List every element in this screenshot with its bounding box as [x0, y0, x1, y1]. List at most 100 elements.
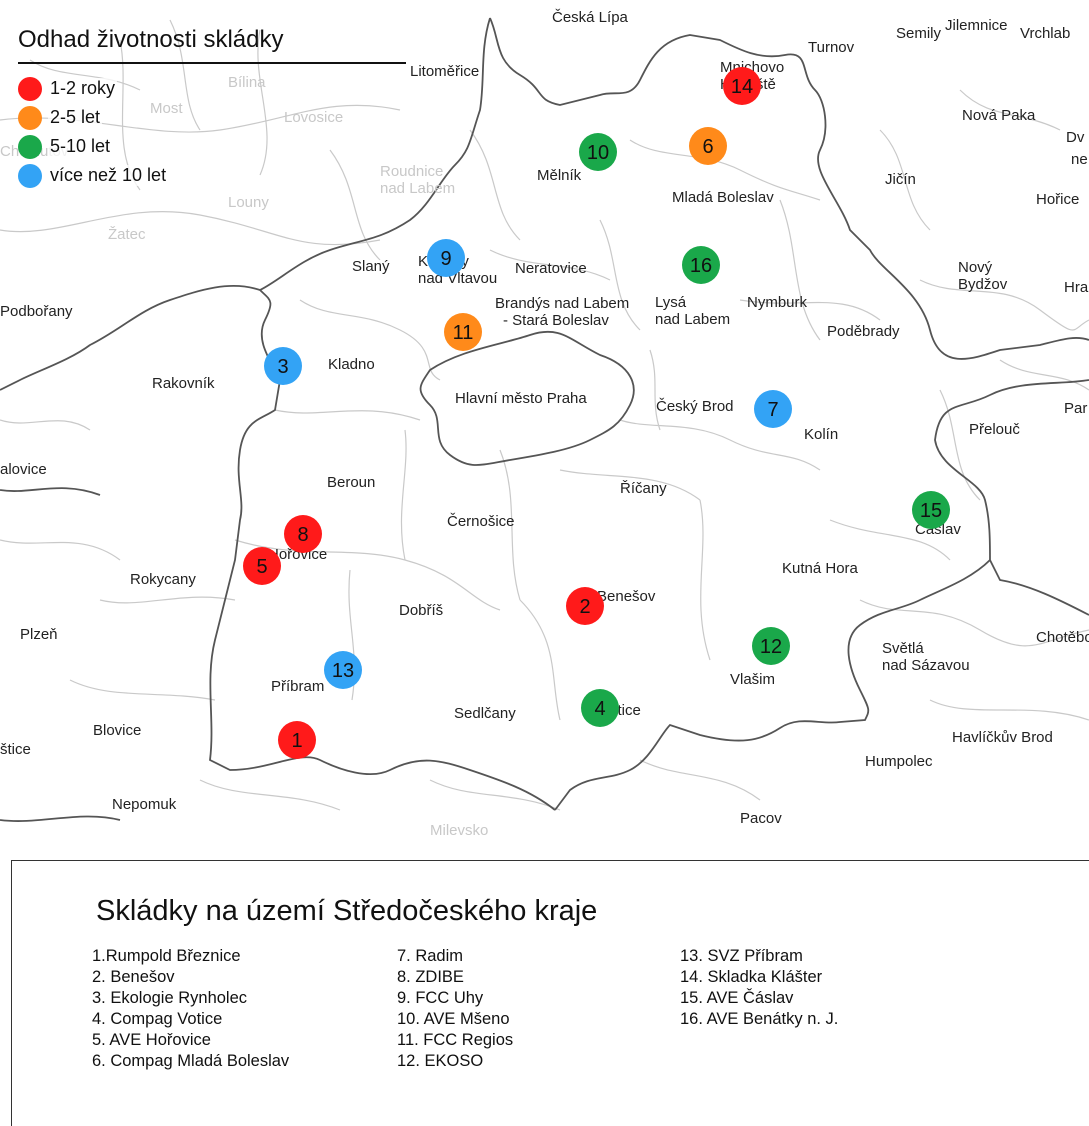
legend-swatch — [18, 134, 42, 159]
site-item: 10. AVE Mšeno — [397, 1010, 510, 1028]
marker-number: 10 — [587, 142, 609, 164]
town-label: Most — [150, 100, 183, 117]
town-label: štice — [0, 741, 31, 758]
marker-number: 3 — [277, 356, 288, 378]
landfill-marker[interactable]: 10 — [579, 133, 617, 171]
legend-label: více než 10 let — [48, 165, 169, 186]
legend-title: Odhad životnosti skládky — [18, 26, 406, 64]
marker-circle[interactable] — [264, 347, 302, 385]
landfill-marker[interactable]: 7 — [754, 390, 792, 428]
sites-panel: Skládky na území Středočeského kraje 1.R… — [11, 860, 1089, 1126]
marker-number: 13 — [332, 660, 354, 682]
town-label: Par — [1064, 400, 1087, 417]
town-label: Vlašim — [730, 671, 775, 688]
town-label: Milevsko — [430, 822, 488, 839]
site-item: 9. FCC Uhy — [397, 989, 484, 1007]
marker-circle[interactable] — [754, 390, 792, 428]
legend-item: 5-10 let — [18, 132, 408, 161]
legend-item: více než 10 let — [18, 161, 408, 190]
marker-number: 15 — [920, 500, 942, 522]
marker-circle[interactable] — [427, 239, 465, 277]
town-label: Chotěbo — [1036, 629, 1089, 646]
town-label: Sedlčany — [454, 705, 516, 722]
site-item: 1.Rumpold Březnice — [92, 947, 241, 965]
marker-circle[interactable] — [243, 547, 281, 585]
marker-circle[interactable] — [682, 246, 720, 284]
legend-swatch — [18, 76, 42, 101]
landfill-marker[interactable]: 4 — [581, 689, 619, 727]
landfill-marker[interactable]: 11 — [444, 313, 482, 351]
town-label: Přelouč — [969, 421, 1020, 438]
marker-number: 12 — [760, 636, 782, 658]
landfill-marker[interactable]: 9 — [427, 239, 465, 277]
town-label: Benešov — [597, 588, 656, 605]
town-label: Brandýs nad Labem- Stará Boleslav — [495, 295, 629, 329]
marker-circle[interactable] — [444, 313, 482, 351]
marker-circle[interactable] — [278, 721, 316, 759]
town-label: Jilemnice — [945, 17, 1008, 34]
town-label: Černošice — [447, 513, 515, 530]
town-label: Nymburk — [747, 294, 808, 311]
landfill-marker[interactable]: 12 — [752, 627, 790, 665]
marker-number: 14 — [731, 76, 753, 98]
marker-circle[interactable] — [324, 651, 362, 689]
marker-number: 11 — [453, 322, 474, 344]
town-label: Nepomuk — [112, 796, 177, 813]
town-label: Rokycany — [130, 571, 196, 588]
town-label: Poděbrady — [827, 323, 900, 340]
landfill-marker[interactable]: 14 — [723, 67, 761, 105]
town-label: Plzeň — [20, 626, 58, 643]
town-label: Blovice — [93, 722, 141, 739]
town-label: Pacov — [740, 810, 782, 827]
site-item: 12. EKOSO — [397, 1052, 484, 1070]
town-label: Český Brod — [656, 398, 734, 415]
landfill-marker[interactable]: 2 — [566, 587, 604, 625]
town-label: Bílina — [228, 74, 266, 91]
landfill-marker[interactable]: 16 — [682, 246, 720, 284]
town-label: Dobříš — [399, 602, 443, 619]
town-label: Hlavní město Praha — [455, 390, 587, 407]
landfill-marker[interactable]: 15 — [912, 491, 950, 529]
landfill-marker[interactable]: 1 — [278, 721, 316, 759]
marker-circle[interactable] — [689, 127, 727, 165]
marker-number: 9 — [440, 248, 451, 270]
marker-circle[interactable] — [723, 67, 761, 105]
town-label: ne — [1071, 151, 1088, 168]
landfill-marker[interactable]: 8 — [284, 515, 322, 553]
site-item: 8. ZDIBE — [397, 968, 464, 986]
sites-column-2: 7. Radim 8. ZDIBE 9. FCC Uhy 10. AVE Mše… — [397, 946, 513, 1072]
sites-column-3: 13. SVZ Příbram 14. Skladka Klášter 15. … — [680, 946, 838, 1030]
legend-label: 5-10 let — [48, 136, 113, 157]
town-label: Příbram — [271, 678, 324, 695]
town-label: Lovosice — [284, 109, 343, 126]
marker-circle[interactable] — [284, 515, 322, 553]
landfill-marker[interactable]: 3 — [264, 347, 302, 385]
site-item: 13. SVZ Příbram — [680, 947, 803, 965]
town-label: Říčany — [620, 480, 667, 497]
town-label: Česká Lípa — [552, 9, 629, 26]
town-label: alovice — [0, 461, 47, 478]
marker-circle[interactable] — [566, 587, 604, 625]
town-label: Kolín — [804, 426, 838, 443]
site-item: 3. Ekologie Rynholec — [92, 989, 248, 1007]
landfill-marker[interactable]: 13 — [324, 651, 362, 689]
site-item: 14. Skladka Klášter — [680, 968, 823, 986]
town-label: Beroun — [327, 474, 375, 491]
legend-swatch — [18, 105, 42, 130]
town-label: Jičín — [885, 171, 916, 188]
map-legend: Odhad životnosti skládky 1-2 roky 2-5 le… — [18, 26, 408, 190]
landfill-marker[interactable]: 5 — [243, 547, 281, 585]
town-label: Turnov — [808, 39, 855, 56]
marker-circle[interactable] — [581, 689, 619, 727]
marker-circle[interactable] — [579, 133, 617, 171]
marker-circle[interactable] — [912, 491, 950, 529]
landfill-marker[interactable]: 6 — [689, 127, 727, 165]
marker-number: 5 — [256, 556, 267, 578]
marker-circle[interactable] — [752, 627, 790, 665]
